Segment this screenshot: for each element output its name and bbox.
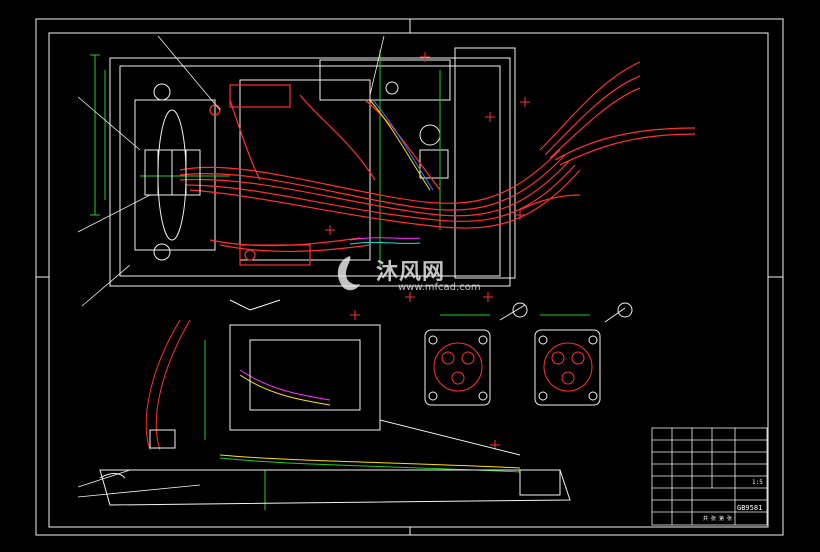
leader-lines [77, 35, 385, 498]
top-view-enclosure [109, 47, 516, 287]
watermark-brand: 沐风网 [376, 260, 446, 285]
dimension-lines [90, 50, 590, 510]
watermark: 沐风网 www.mfcad.com [328, 252, 498, 300]
connector-plate-1 [424, 302, 528, 406]
drawing-number: GB9581 [737, 504, 763, 512]
sheet-frame [35, 18, 784, 536]
wire-harness-top [179, 61, 696, 266]
title-block [651, 427, 768, 526]
drawing-scale: 1:5 [752, 479, 763, 486]
terminal-block-left [144, 109, 201, 241]
watermark-logo-icon [337, 256, 360, 291]
connector-plate-2 [534, 302, 633, 406]
watermark-url: www.mfcad.com [398, 282, 481, 293]
side-view-assembly [99, 299, 571, 506]
sheet-number: 共 张 第 张 [703, 516, 733, 522]
center-marks [325, 52, 530, 450]
